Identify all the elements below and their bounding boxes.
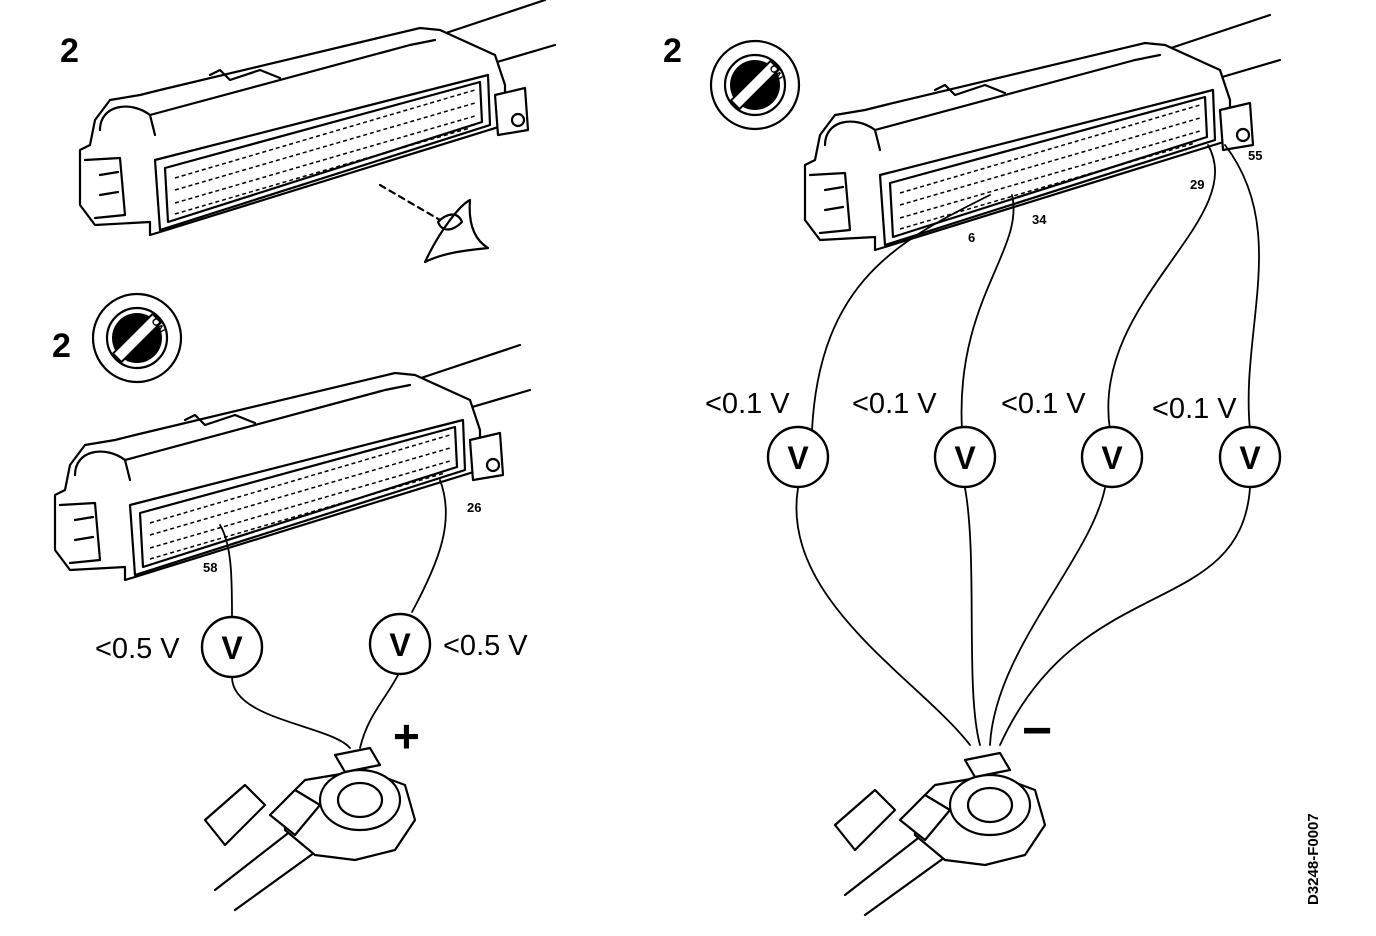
terminal-sign-negative: − xyxy=(1022,702,1052,760)
voltage-reading-right-4: <0.1 V xyxy=(1152,393,1237,425)
pin-label-58: 58 xyxy=(203,560,217,575)
figure-code: D3248-F0007 xyxy=(1305,813,1322,905)
wire-pin-6 xyxy=(811,194,991,431)
voltmeter-right-2: V xyxy=(933,425,997,489)
pin-label-29: 29 xyxy=(1190,177,1204,192)
eye-inspect-icon xyxy=(378,183,490,264)
battery-terminal-positive xyxy=(203,746,417,912)
svg-text:V: V xyxy=(389,627,411,663)
terminal-sign-positive: + xyxy=(393,710,420,762)
svg-text:V: V xyxy=(787,440,809,476)
svg-text:V: V xyxy=(1239,440,1261,476)
voltmeter-left-2: V xyxy=(368,612,432,676)
voltage-reading-left-1: <0.5 V xyxy=(95,633,180,665)
step-number-mid-left: 2 xyxy=(52,327,71,365)
pin-label-26: 26 xyxy=(467,500,481,515)
wire-pin-29 xyxy=(1107,144,1216,431)
ignition-key-switch-icon: ON xyxy=(709,39,801,131)
voltage-reading-right-1: <0.1 V xyxy=(705,388,790,420)
step-number-top-right: 2 xyxy=(663,32,682,70)
voltmeter-right-1: V xyxy=(766,425,830,489)
pin-label-34: 34 xyxy=(1032,212,1047,227)
wire-meter-left-to-terminal xyxy=(231,676,351,749)
svg-text:V: V xyxy=(954,440,976,476)
ecu-connector-top-left xyxy=(78,0,557,237)
pin-label-55: 55 xyxy=(1248,148,1262,163)
voltage-reading-right-3: <0.1 V xyxy=(1001,388,1086,420)
voltmeter-right-4: V xyxy=(1218,425,1282,489)
wire-pin-58 xyxy=(219,524,233,618)
ignition-key-switch-icon: ON xyxy=(91,292,183,384)
voltmeter-left-1: V xyxy=(200,615,264,679)
wire-pin-26 xyxy=(411,479,447,613)
wire-meter-r2-to-terminal xyxy=(964,487,981,746)
voltage-reading-right-2: <0.1 V xyxy=(852,388,937,420)
step-number-top-left: 2 xyxy=(60,32,79,70)
wire-pin-34 xyxy=(960,194,1015,431)
wire-meter-right-to-terminal xyxy=(359,674,399,749)
pin-label-6: 6 xyxy=(968,230,975,245)
wire-meter-r3-to-terminal xyxy=(989,487,1106,746)
battery-terminal-negative xyxy=(833,751,1047,917)
voltage-reading-left-2: <0.5 V xyxy=(443,630,528,662)
svg-text:V: V xyxy=(1101,440,1123,476)
wire-meter-r1-to-terminal xyxy=(795,487,971,746)
voltmeter-right-3: V xyxy=(1080,425,1144,489)
wire-pin-55 xyxy=(1224,144,1260,431)
wire-meter-r4-to-terminal xyxy=(999,487,1251,746)
svg-text:V: V xyxy=(221,630,243,666)
